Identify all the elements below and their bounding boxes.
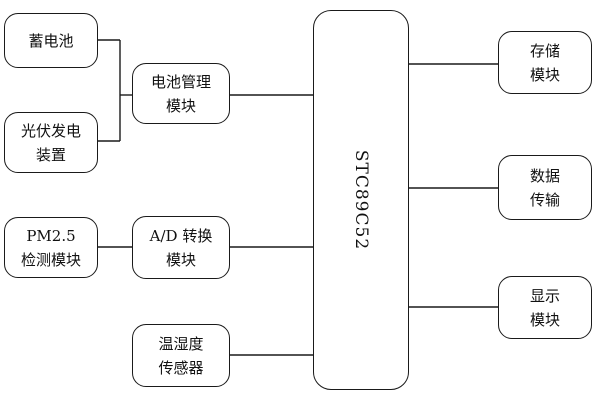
bms-block: 电池管理 模块 — [132, 63, 230, 124]
battery-block: 蓄电池 — [4, 13, 98, 68]
pv-block: 光伏发电 装置 — [4, 112, 98, 173]
transfer-label: 数据 传输 — [529, 166, 560, 209]
storage-label: 存储 模块 — [529, 41, 560, 84]
storage-block: 存储 模块 — [498, 31, 592, 94]
adc-block: A/D 转换 模块 — [132, 216, 230, 279]
battery-label: 蓄电池 — [28, 31, 74, 50]
pv-label: 光伏发电 装置 — [20, 121, 81, 164]
adc-label: A/D 转换 模块 — [149, 226, 213, 269]
mcu-label: STC89C52 — [351, 149, 371, 251]
transfer-block: 数据 传输 — [498, 155, 592, 220]
pm25-label: PM2.5 检测模块 — [20, 226, 81, 269]
pm25-block: PM2.5 检测模块 — [4, 217, 98, 278]
display-block: 显示 模块 — [498, 276, 592, 339]
mcu-block: STC89C52 — [313, 10, 409, 390]
sensor-block: 温湿度 传感器 — [132, 324, 230, 387]
sensor-label: 温湿度 传感器 — [158, 334, 204, 377]
display-label: 显示 模块 — [529, 286, 560, 329]
bms-label: 电池管理 模块 — [150, 72, 211, 115]
